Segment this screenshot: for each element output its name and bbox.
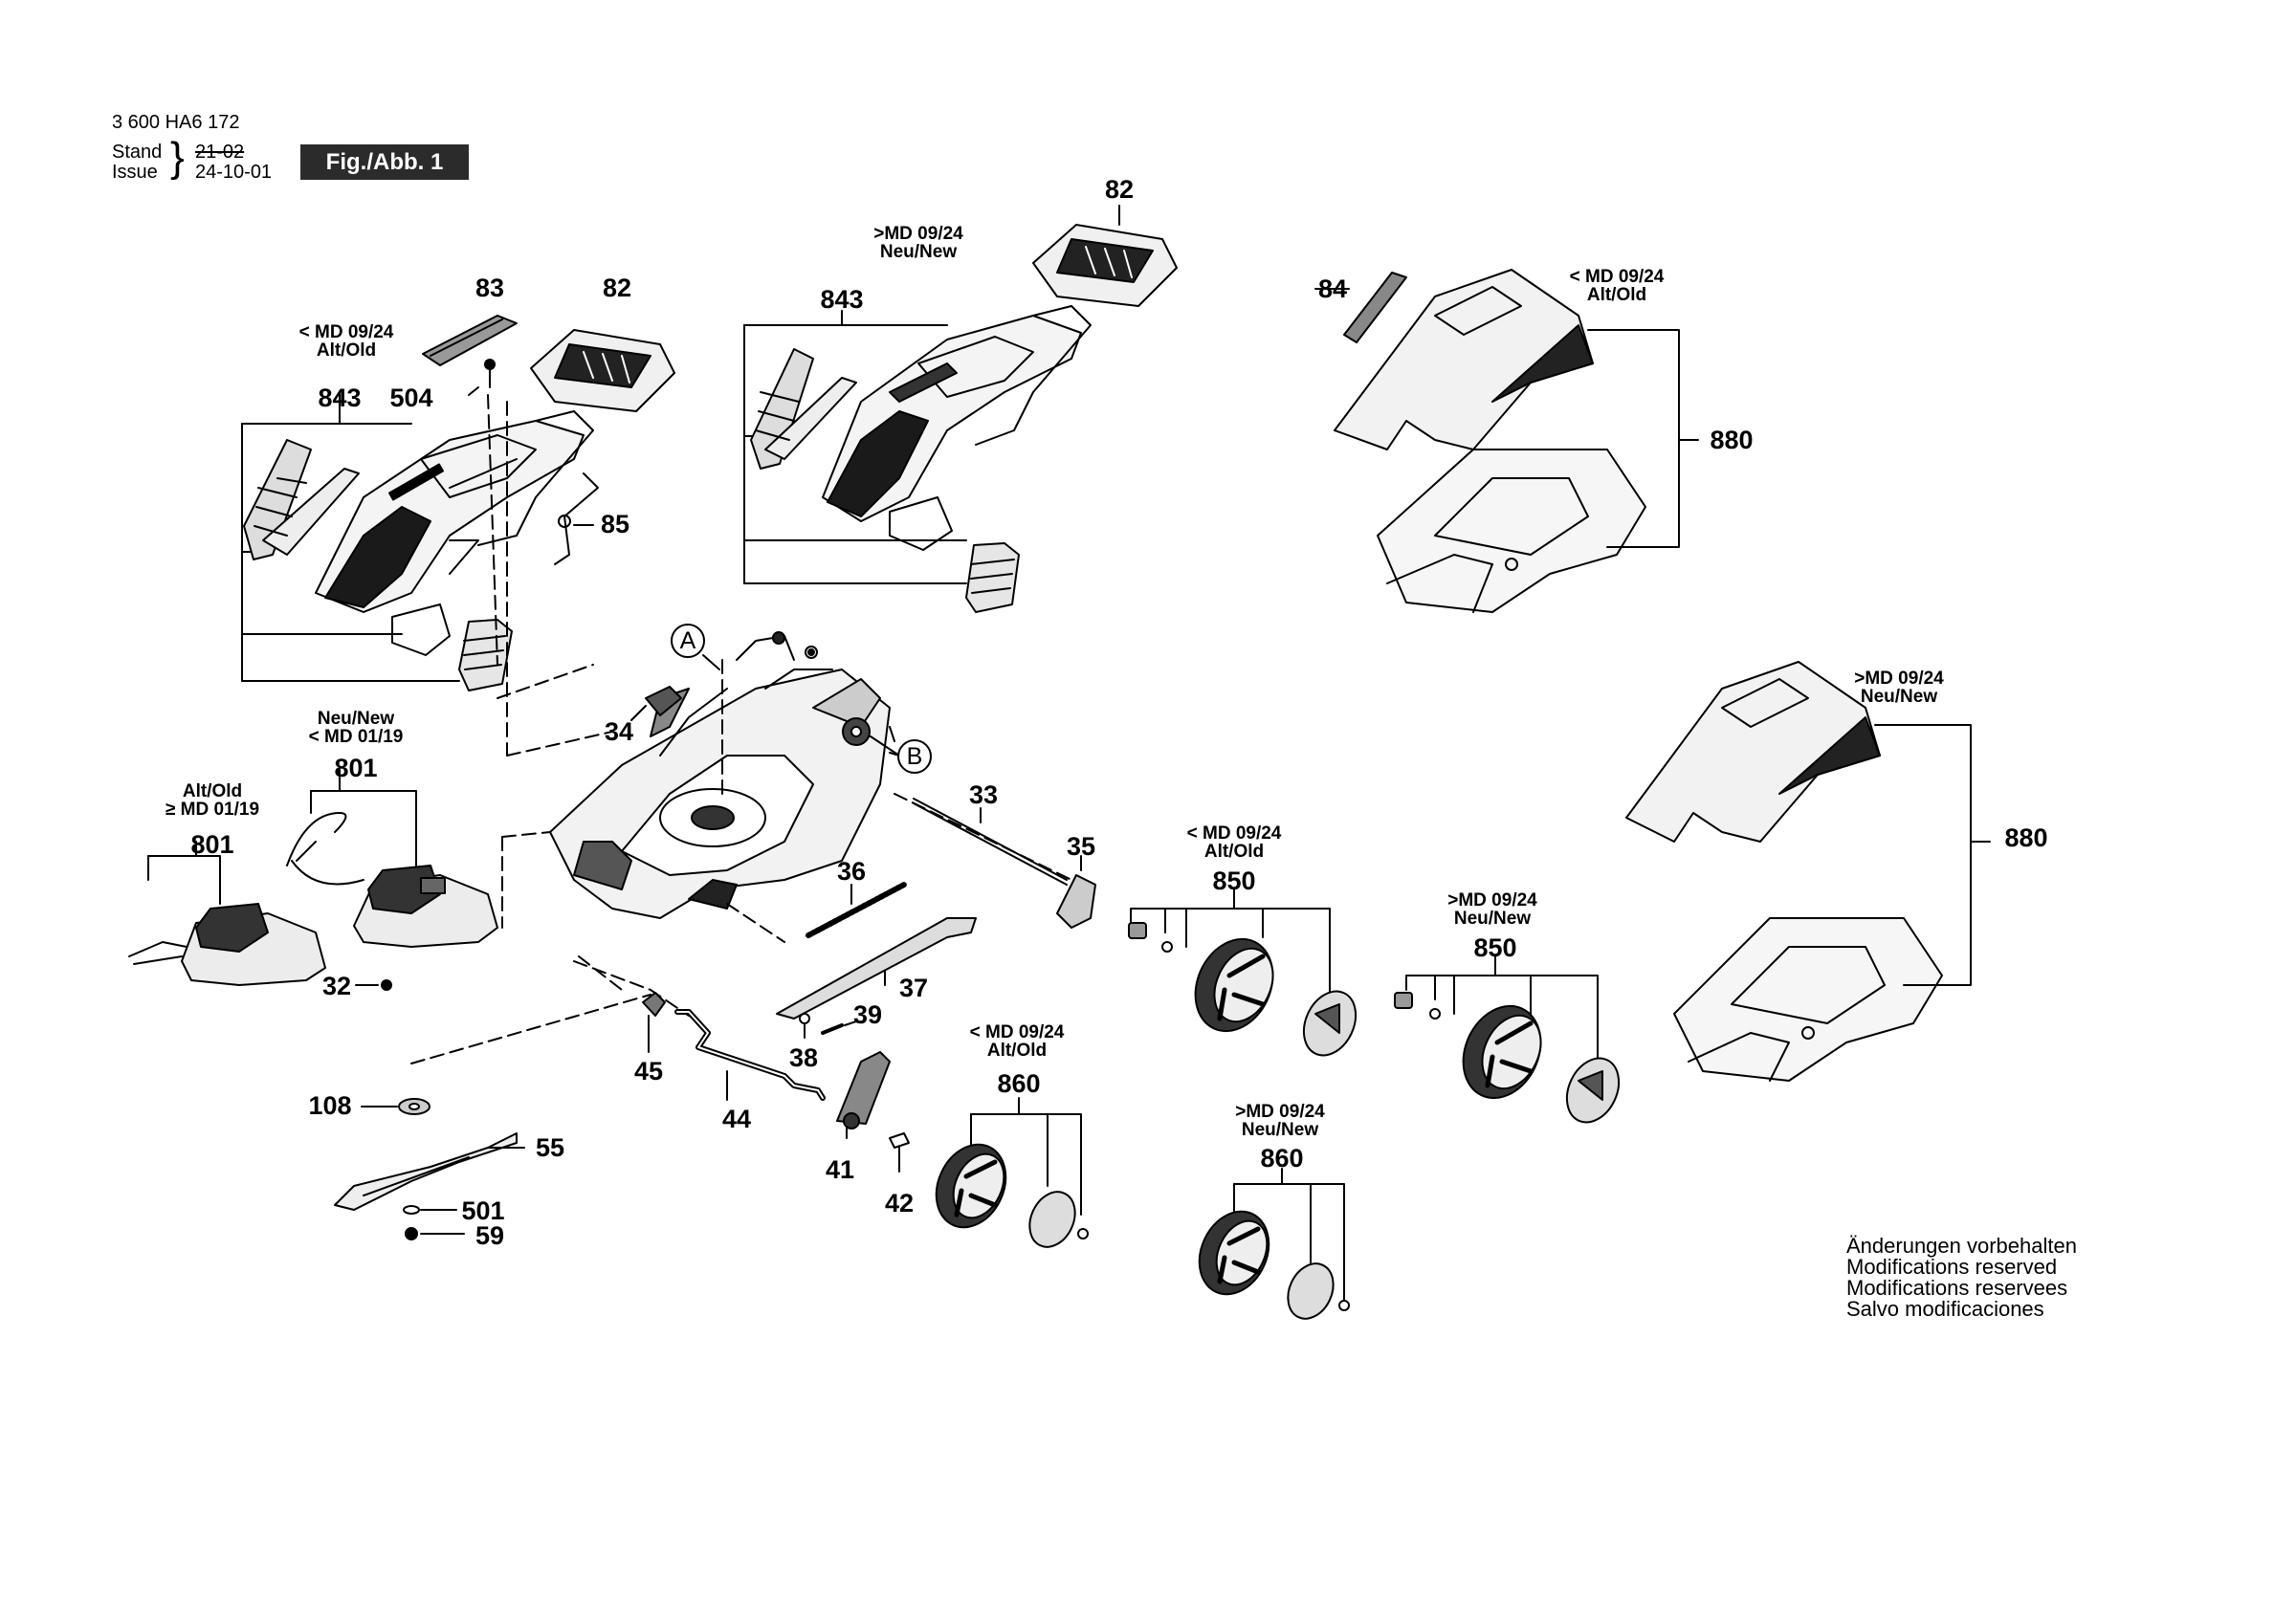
callout-a: A (671, 624, 705, 658)
note-801-old: Alt/Old ≥ MD 01/19 (165, 781, 260, 820)
part-label-82-new: 82 (1104, 175, 1135, 204)
lever-37 (776, 917, 977, 1020)
part-label-35: 35 (1066, 832, 1096, 861)
bracket-843-new (743, 310, 967, 584)
footer-line-4: Salvo modificaciones (1846, 1297, 2044, 1321)
part-label-843-old: 843 (318, 384, 362, 412)
part-34 (630, 686, 682, 721)
wheel-860-old (935, 1097, 1089, 1248)
part-label-44: 44 (721, 1105, 752, 1133)
part-label-880-old: 880 (1710, 426, 1754, 454)
bar-44 (674, 1009, 826, 1101)
part-label-843-new: 843 (820, 285, 864, 314)
note-801-new: Neu/New < MD 01/19 (308, 709, 404, 747)
footer-line-1: Änderungen vorbehalten (1846, 1234, 2077, 1258)
spring-36 (806, 882, 907, 938)
screw-32 (355, 979, 392, 991)
footer-line-3: Modifications reservees (1846, 1276, 2068, 1300)
spring-85 (554, 472, 599, 565)
handle-843-new (822, 305, 1092, 522)
part-45 (642, 992, 666, 1053)
grip-83-old (422, 315, 518, 366)
issue-label: Issue (112, 162, 158, 183)
note-860-old: < MD 09/24 Alt/Old (969, 1022, 1065, 1061)
small-nuts (772, 631, 818, 659)
grille-843-left-old (243, 439, 360, 560)
rod-33 (913, 798, 1068, 886)
part-label-108: 108 (308, 1091, 352, 1120)
part-label-34: 34 (604, 717, 634, 746)
part-label-83: 83 (475, 274, 505, 302)
motor-801-old (128, 841, 326, 986)
note-880-new: >MD 09/24 Neu/New (1854, 669, 1944, 707)
part-label-41: 41 (825, 1155, 855, 1184)
grille-843-bottom-old (391, 603, 513, 691)
callout-b: B (897, 739, 932, 774)
part-label-850-old: 850 (1212, 866, 1256, 895)
cover-82-new (1032, 205, 1178, 307)
cover-82-old (530, 329, 675, 412)
wheel-860-new (1198, 1168, 1350, 1320)
grassbox-880-new (1625, 661, 1991, 1082)
part-label-501: 501 (461, 1196, 505, 1225)
part-label-850-new: 850 (1473, 933, 1517, 962)
part-label-55: 55 (535, 1133, 565, 1162)
note-880-old: < MD 09/24 Alt/Old (1569, 267, 1665, 305)
part-label-37: 37 (898, 974, 929, 1002)
note-843-new: >MD 09/24 Neu/New (873, 224, 963, 262)
part-label-880-new: 880 (2004, 823, 2048, 852)
screw-504 (468, 359, 496, 396)
figure-label: Fig./Abb. 1 (300, 144, 469, 180)
motor-801-new (286, 769, 498, 948)
deck-chassis (549, 635, 900, 919)
bracket-843-old (241, 393, 479, 682)
old-date: 21-02 (195, 142, 245, 163)
note-850-new: >MD 09/24 Neu/New (1447, 890, 1537, 929)
part-label-36: 36 (836, 857, 867, 886)
handle-843-old (315, 410, 594, 613)
stand-label: Stand (112, 142, 163, 163)
part-label-504: 504 (389, 384, 433, 412)
blade-assembly (334, 1098, 525, 1240)
note-850-old: < MD 09/24 Alt/Old (1186, 823, 1282, 862)
part-label-85: 85 (600, 510, 630, 538)
doc-number: 3 600 HA6 172 (112, 112, 240, 133)
part-label-39: 39 (852, 1000, 883, 1029)
part-label-42: 42 (884, 1189, 915, 1217)
part-label-59: 59 (475, 1221, 505, 1250)
brace-icon: } (170, 134, 185, 181)
part-label-82-old: 82 (602, 274, 632, 302)
grassbox-880-old (1334, 269, 1699, 613)
part-label-32: 32 (321, 972, 352, 1000)
part-label-801-new: 801 (334, 754, 378, 782)
note-860-new: >MD 09/24 Neu/New (1235, 1102, 1325, 1140)
part-42 (889, 1132, 910, 1173)
new-date: 24-10-01 (195, 162, 273, 183)
part-label-84: 84 (1317, 274, 1348, 303)
part-label-860-old: 860 (997, 1069, 1041, 1098)
grip-84 (1314, 272, 1407, 343)
part-label-45: 45 (633, 1057, 664, 1086)
parts-38-39 (799, 1013, 857, 1039)
footer-line-2: Modifications reserved (1846, 1255, 2058, 1279)
part-label-38: 38 (788, 1043, 819, 1072)
wheel-850-old (1128, 888, 1358, 1057)
part-label-860-new: 860 (1260, 1144, 1304, 1173)
note-843-old: < MD 09/24 Alt/Old (298, 322, 394, 361)
grille-843-bottom-new (889, 496, 1020, 613)
lever-41 (836, 1051, 891, 1139)
part-label-801-old: 801 (190, 830, 234, 859)
part-35 (1056, 855, 1096, 929)
grille-843-left-new (750, 348, 857, 470)
part-label-33: 33 (968, 780, 999, 809)
wheel-850-new (1394, 955, 1621, 1124)
